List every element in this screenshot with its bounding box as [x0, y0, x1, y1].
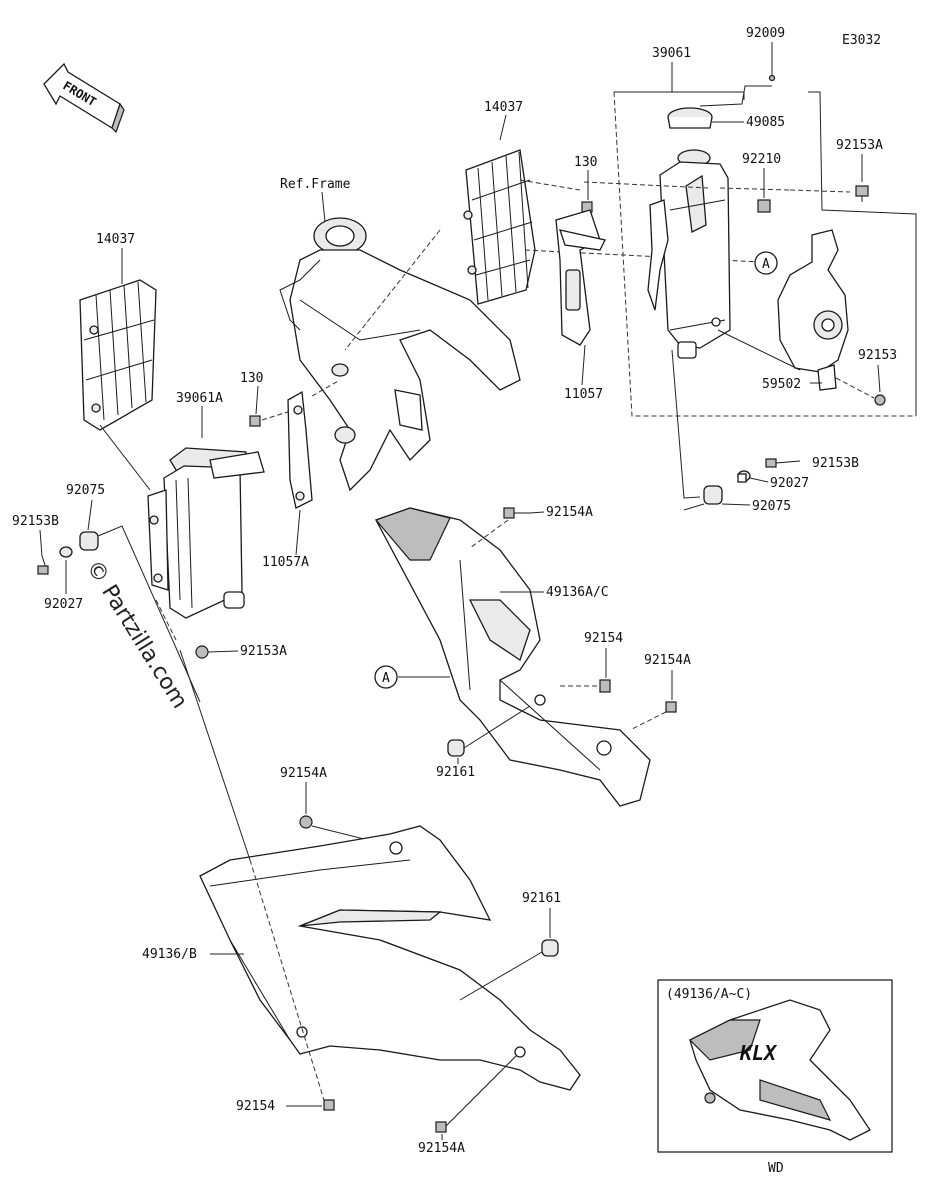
- label-92154A-1: 92154A: [546, 505, 593, 520]
- label-39061: 39061: [652, 46, 691, 61]
- bolt-92154A-2: [665, 701, 677, 713]
- bolt-92154-mid: [599, 679, 611, 693]
- label-92027-right: 92027: [770, 476, 809, 491]
- bolt-92153A-bottom: [195, 645, 209, 659]
- label-49085: 49085: [746, 115, 785, 130]
- label-49136AC: 49136A/C: [546, 585, 609, 600]
- collar-92027-right: [737, 470, 751, 483]
- radiator-shroud-49136AC: [374, 507, 651, 807]
- label-92027-left: 92027: [44, 597, 83, 612]
- clip-92009: [768, 74, 776, 82]
- grommet-92075-right: [703, 485, 723, 505]
- left-radiator-grille: [79, 279, 157, 431]
- label-92154A-3: 92154A: [280, 766, 327, 781]
- label-92153A-bottom: 92153A: [240, 644, 287, 659]
- label-92154-low: 92154: [236, 1099, 275, 1114]
- label-92153B-right: 92153B: [812, 456, 859, 471]
- label-92153: 92153: [858, 348, 897, 363]
- grommet-92161-low: [541, 939, 559, 957]
- bracket-11057A: [287, 390, 313, 509]
- label-130-right: 130: [574, 155, 597, 170]
- label-92210: 92210: [742, 152, 781, 167]
- label-59502: 59502: [762, 377, 801, 392]
- bolt-92153B-left: [37, 555, 49, 575]
- diagram-code: E3032: [842, 33, 881, 48]
- bolt-130-left: [249, 415, 261, 427]
- label-92153A-top: 92153A: [836, 138, 883, 153]
- inset-logo-text: KLX: [739, 1041, 778, 1065]
- callout-a-right: [754, 251, 778, 275]
- label-39061A: 39061A: [176, 391, 223, 406]
- label-92161-low: 92161: [522, 891, 561, 906]
- label-92075-left: 92075: [66, 483, 105, 498]
- bracket-11057: [555, 209, 606, 346]
- lower-shroud-49136B: [199, 825, 581, 1091]
- right-radiator: [647, 149, 731, 359]
- radiator-cap-49085: [667, 107, 713, 129]
- ref-frame-label: Ref.Frame: [280, 177, 351, 192]
- label-11057A: 11057A: [262, 555, 309, 570]
- callout-a-left: [374, 665, 398, 689]
- bolt-92154A-4: [435, 1121, 447, 1133]
- collar-92027-left: [59, 546, 73, 558]
- callout-a-left-text: A: [382, 671, 390, 686]
- bolt-92153B-right: [765, 458, 801, 468]
- nut-92154A-3: [299, 815, 313, 829]
- bolt-92153: [874, 394, 886, 406]
- grommet-92075-left: [79, 531, 99, 551]
- clip-92210: [757, 199, 771, 213]
- label-49136B: 49136/B: [142, 947, 197, 962]
- callout-a-right-text: A: [762, 257, 770, 272]
- inset-caption: WD: [768, 1161, 784, 1176]
- right-radiator-grille: [463, 149, 536, 305]
- label-92154-mid: 92154: [584, 631, 623, 646]
- label-92153B-left: 92153B: [12, 514, 59, 529]
- label-14037-left: 14037: [96, 232, 135, 247]
- grommet-92161-mid: [447, 739, 465, 757]
- bolt-92153A-top: [855, 185, 869, 202]
- label-14037-right: 14037: [484, 100, 523, 115]
- cooling-fan-59502: [777, 229, 849, 391]
- frame-drawing: [279, 217, 521, 492]
- front-arrow-icon: FRONT: [43, 62, 125, 134]
- bolt-92154-low: [323, 1099, 335, 1111]
- label-92154A-2: 92154A: [644, 653, 691, 668]
- label-92075-right: 92075: [752, 499, 791, 514]
- inset-variant-box: KLX: [657, 979, 893, 1153]
- label-92161-mid: 92161: [436, 765, 475, 780]
- bolt-92154A-1: [503, 507, 530, 519]
- label-92154A-4: 92154A: [418, 1141, 465, 1156]
- label-92009: 92009: [746, 26, 785, 41]
- inset-title: (49136/A~C): [666, 987, 752, 1002]
- label-130-left: 130: [240, 371, 263, 386]
- left-radiator-39061A: [147, 447, 265, 619]
- label-11057: 11057: [564, 387, 603, 402]
